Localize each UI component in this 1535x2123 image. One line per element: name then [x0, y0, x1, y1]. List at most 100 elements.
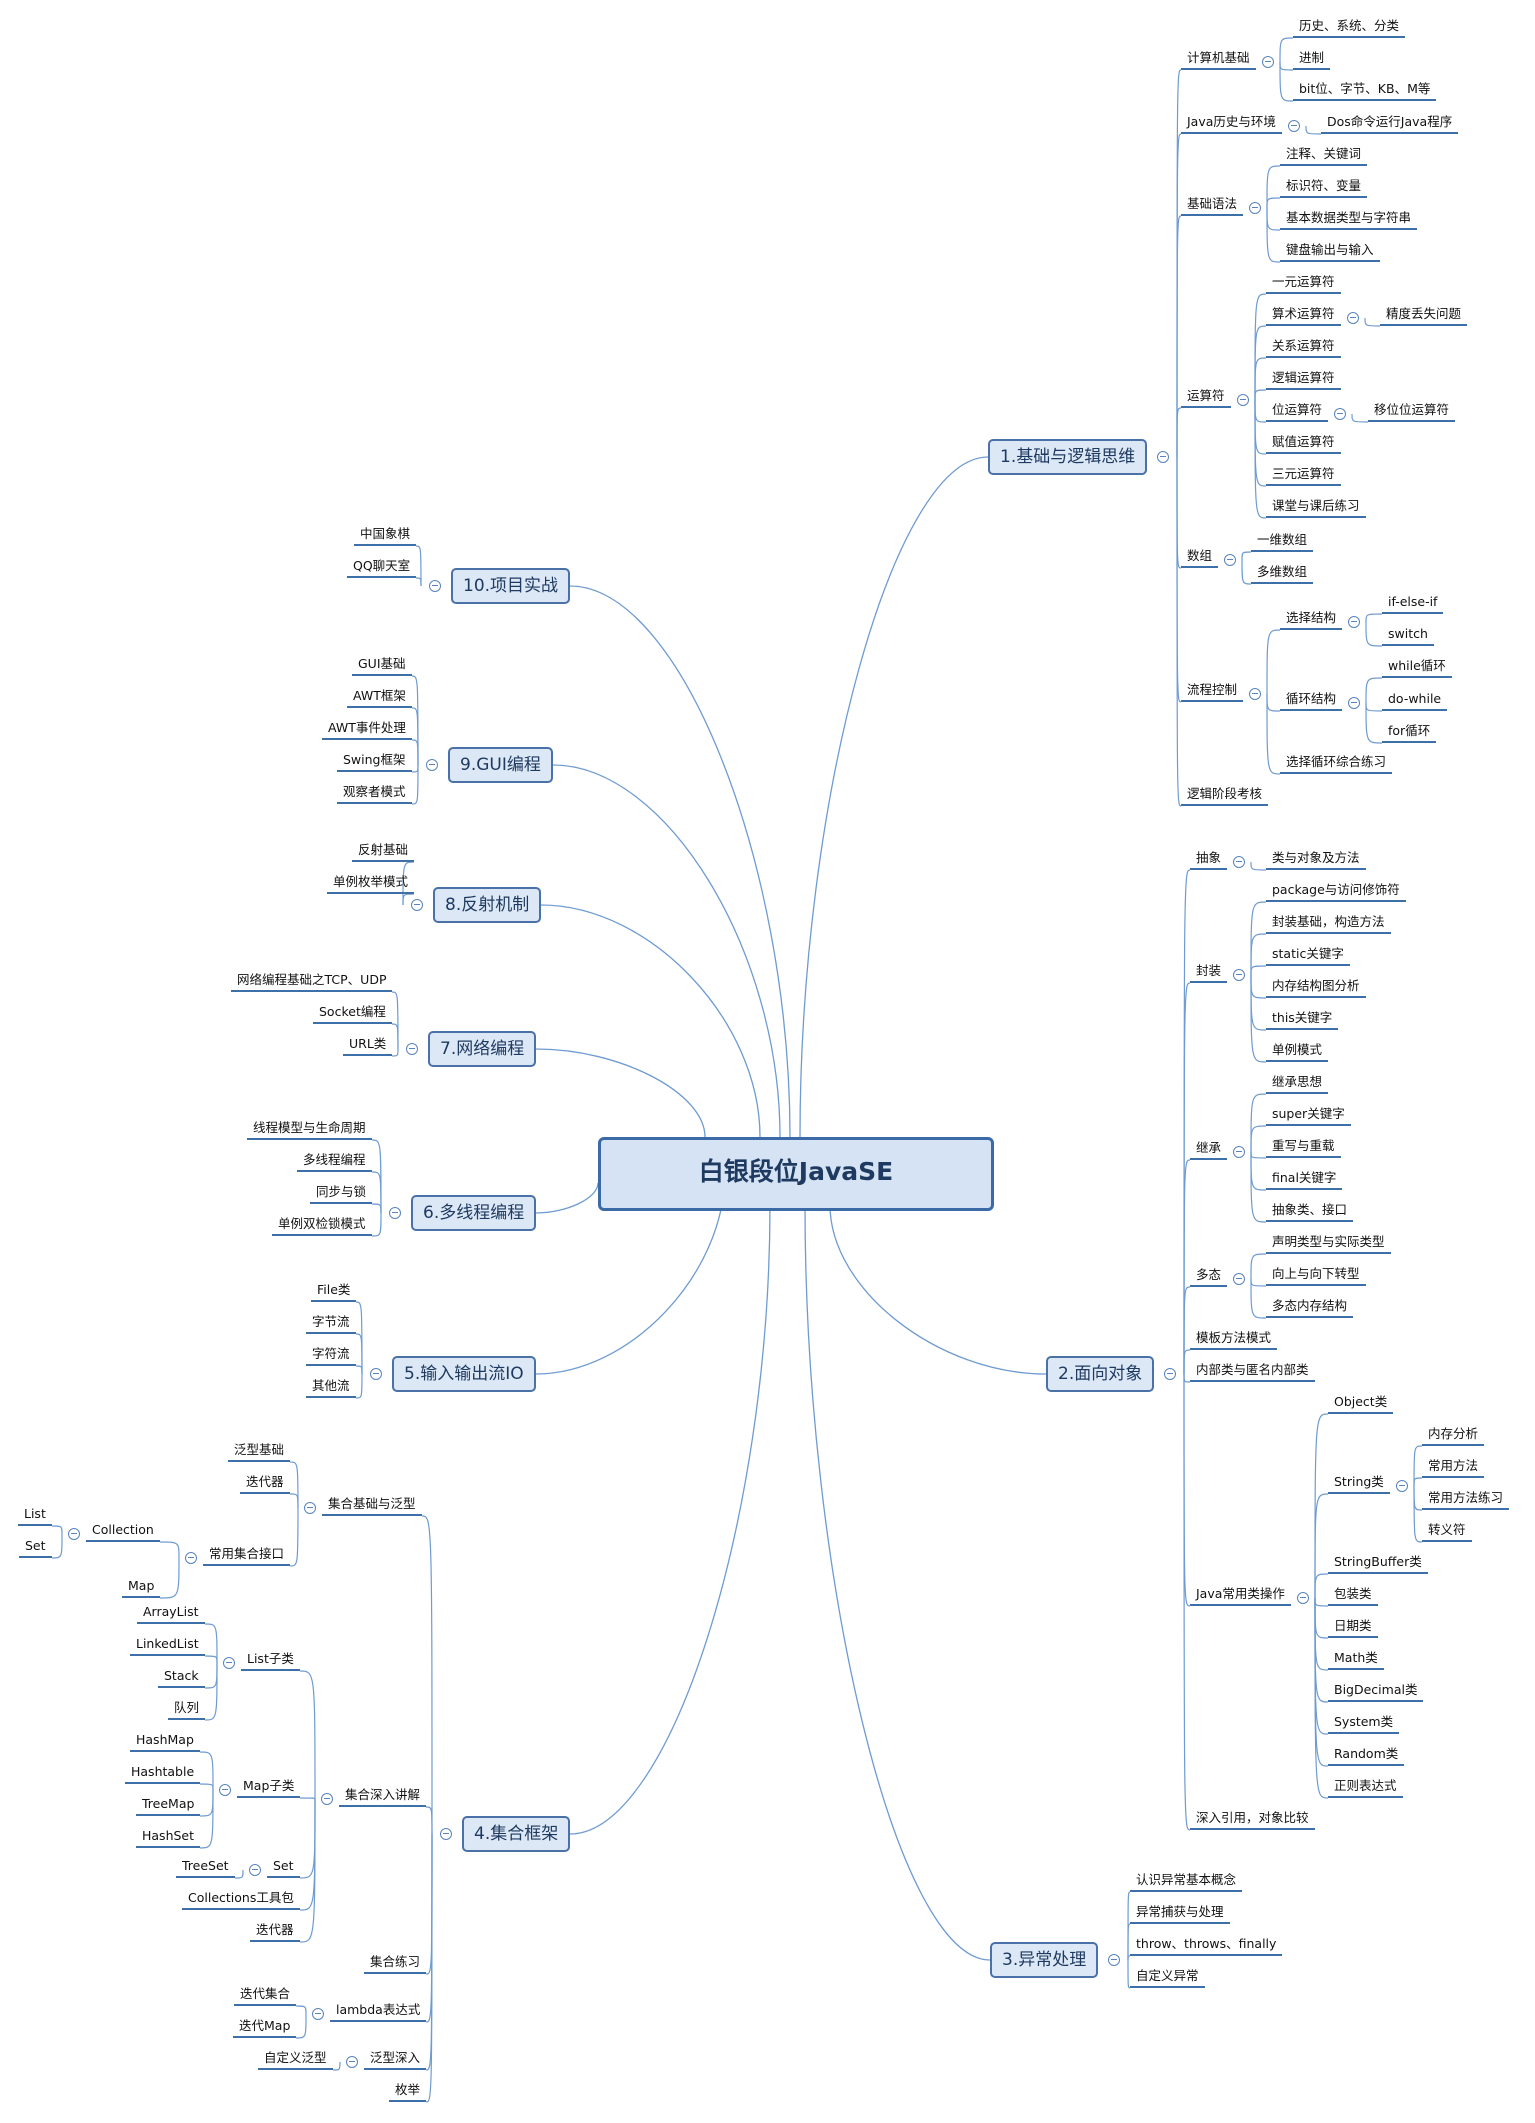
collapse-toggle-icon[interactable]	[1233, 1146, 1245, 1158]
topic-node[interactable]: Map	[122, 1579, 161, 1598]
collapse-toggle-icon[interactable]	[1348, 616, 1360, 628]
branch-node-b3[interactable]: 3.异常处理	[990, 1942, 1099, 1978]
topic-node[interactable]: 字符流	[306, 1347, 356, 1366]
topic-node[interactable]: 赋值运算符	[1266, 435, 1341, 454]
topic-node[interactable]: 精度丢失问题	[1380, 307, 1468, 326]
topic-node[interactable]: Swing框架	[337, 753, 412, 772]
topic-node[interactable]: 集合基础与泛型	[322, 1497, 422, 1516]
topic-node[interactable]: System类	[1328, 1715, 1400, 1734]
topic-node[interactable]: Math类	[1328, 1651, 1384, 1670]
topic-node[interactable]: ArrayList	[137, 1605, 205, 1624]
topic-node[interactable]: 移位位运算符	[1368, 403, 1456, 422]
topic-node[interactable]: Stack	[158, 1669, 205, 1688]
topic-node[interactable]: 计算机基础	[1181, 51, 1256, 70]
topic-node[interactable]: this关键字	[1266, 1011, 1339, 1030]
topic-node[interactable]: 一元运算符	[1266, 275, 1341, 294]
collapse-toggle-icon[interactable]	[406, 1043, 418, 1055]
collapse-toggle-icon[interactable]	[1396, 1480, 1408, 1492]
topic-node[interactable]: TreeSet	[176, 1859, 235, 1878]
topic-node[interactable]: GUI基础	[352, 657, 412, 676]
topic-node[interactable]: 选择结构	[1280, 611, 1343, 630]
root-node[interactable]: 白银段位JavaSE	[598, 1137, 994, 1211]
topic-node[interactable]: 重写与重载	[1266, 1139, 1341, 1158]
topic-node[interactable]: HashSet	[136, 1829, 201, 1848]
topic-node[interactable]: QQ聊天室	[347, 559, 417, 578]
topic-node[interactable]: 反射基础	[352, 843, 415, 862]
branch-node-b7[interactable]: 7.网络编程	[428, 1031, 537, 1067]
collapse-toggle-icon[interactable]	[321, 1793, 333, 1805]
collapse-toggle-icon[interactable]	[389, 1207, 401, 1219]
branch-node-b9[interactable]: 9.GUI编程	[448, 747, 553, 783]
collapse-toggle-icon[interactable]	[1233, 856, 1245, 868]
collapse-toggle-icon[interactable]	[370, 1368, 382, 1380]
collapse-toggle-icon[interactable]	[1249, 688, 1261, 700]
collapse-toggle-icon[interactable]	[219, 1784, 231, 1796]
topic-node[interactable]: 声明类型与实际类型	[1266, 1235, 1391, 1254]
topic-node[interactable]: 包装类	[1328, 1587, 1378, 1606]
topic-node[interactable]: 转义符	[1422, 1523, 1472, 1542]
collapse-toggle-icon[interactable]	[249, 1864, 261, 1876]
collapse-toggle-icon[interactable]	[304, 1502, 316, 1514]
collapse-toggle-icon[interactable]	[1108, 1954, 1120, 1966]
topic-node[interactable]: static关键字	[1266, 947, 1350, 966]
topic-node[interactable]: 抽象类、接口	[1266, 1203, 1354, 1222]
topic-node[interactable]: 单例枚举模式	[327, 875, 415, 894]
topic-node[interactable]: 内部类与匿名内部类	[1190, 1363, 1315, 1382]
topic-node[interactable]: 正则表达式	[1328, 1779, 1403, 1798]
collapse-toggle-icon[interactable]	[429, 580, 441, 592]
topic-node[interactable]: 迭代集合	[234, 1987, 297, 2006]
topic-node[interactable]: Object类	[1328, 1395, 1394, 1414]
topic-node[interactable]: 选择循环综合练习	[1280, 755, 1393, 774]
topic-node[interactable]: 向上与向下转型	[1266, 1267, 1366, 1286]
collapse-toggle-icon[interactable]	[1249, 202, 1261, 214]
topic-node[interactable]: package与访问修饰符	[1266, 883, 1406, 902]
topic-node[interactable]: 数组	[1181, 549, 1219, 568]
topic-node[interactable]: 单例模式	[1266, 1043, 1329, 1062]
topic-node[interactable]: final关键字	[1266, 1171, 1343, 1190]
topic-node[interactable]: 模板方法模式	[1190, 1331, 1278, 1350]
topic-node[interactable]: Set	[19, 1539, 52, 1558]
branch-node-b4[interactable]: 4.集合框架	[462, 1816, 571, 1852]
topic-node[interactable]: 算术运算符	[1266, 307, 1341, 326]
topic-node[interactable]: 队列	[168, 1701, 206, 1720]
topic-node[interactable]: 迭代器	[250, 1923, 300, 1942]
collapse-toggle-icon[interactable]	[1334, 408, 1346, 420]
topic-node[interactable]: 迭代器	[240, 1475, 290, 1494]
topic-node[interactable]: lambda表达式	[330, 2003, 427, 2022]
topic-node[interactable]: Collections工具包	[182, 1891, 300, 1910]
topic-node[interactable]: 线程模型与生命周期	[247, 1121, 372, 1140]
topic-node[interactable]: Socket编程	[313, 1005, 392, 1024]
topic-node[interactable]: 封装基础，构造方法	[1266, 915, 1391, 934]
topic-node[interactable]: 逻辑阶段考核	[1181, 787, 1269, 806]
topic-node[interactable]: 基础语法	[1181, 197, 1244, 216]
topic-node[interactable]: 流程控制	[1181, 683, 1244, 702]
collapse-toggle-icon[interactable]	[1297, 1592, 1309, 1604]
collapse-toggle-icon[interactable]	[1164, 1368, 1176, 1380]
topic-node[interactable]: 多线程编程	[297, 1153, 372, 1172]
collapse-toggle-icon[interactable]	[223, 1657, 235, 1669]
topic-node[interactable]: 字节流	[306, 1315, 356, 1334]
topic-node[interactable]: 常用集合接口	[203, 1547, 291, 1566]
collapse-toggle-icon[interactable]	[1347, 312, 1359, 324]
topic-node[interactable]: 三元运算符	[1266, 467, 1341, 486]
topic-node[interactable]: if-else-if	[1382, 595, 1444, 614]
topic-node[interactable]: 多态内存结构	[1266, 1299, 1354, 1318]
topic-node[interactable]: 注释、关键词	[1280, 147, 1368, 166]
topic-node[interactable]: 集合深入讲解	[339, 1788, 427, 1807]
topic-node[interactable]: BigDecimal类	[1328, 1683, 1424, 1702]
topic-node[interactable]: 继承思想	[1266, 1075, 1329, 1094]
collapse-toggle-icon[interactable]	[346, 2056, 358, 2068]
topic-node[interactable]: bit位、字节、KB、M等	[1293, 82, 1437, 101]
topic-node[interactable]: 位运算符	[1266, 403, 1329, 422]
topic-node[interactable]: TreeMap	[136, 1797, 201, 1816]
collapse-toggle-icon[interactable]	[1224, 554, 1236, 566]
topic-node[interactable]: 多维数组	[1251, 565, 1314, 584]
topic-node[interactable]: 常用方法	[1422, 1459, 1485, 1478]
topic-node[interactable]: 异常捕获与处理	[1130, 1905, 1230, 1924]
topic-node[interactable]: 进制	[1293, 51, 1331, 70]
topic-node[interactable]: 基本数据类型与字符串	[1280, 211, 1418, 230]
branch-node-b1[interactable]: 1.基础与逻辑思维	[988, 439, 1148, 475]
topic-node[interactable]: 深入引用，对象比较	[1190, 1811, 1315, 1830]
collapse-toggle-icon[interactable]	[1233, 1273, 1245, 1285]
topic-node[interactable]: 键盘输出与输入	[1280, 243, 1380, 262]
